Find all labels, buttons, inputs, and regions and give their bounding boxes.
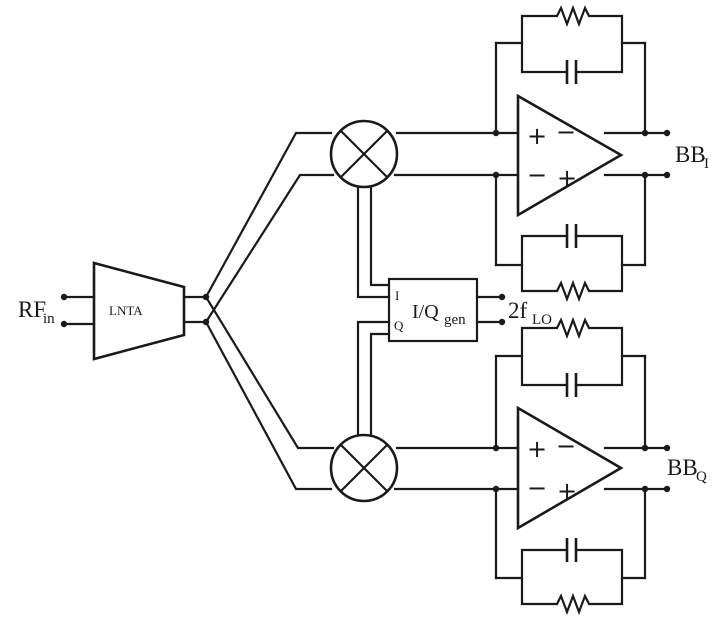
resistor-icon xyxy=(494,4,647,45)
bb-q-label: BB xyxy=(667,455,698,480)
svg-text:−: − xyxy=(556,432,576,460)
lo-routing xyxy=(356,185,391,437)
rf-input-label: RF xyxy=(18,297,46,322)
rf-input-subscript: in xyxy=(43,311,55,327)
mixer-q-icon xyxy=(329,433,399,503)
iq-gen-q-port: Q xyxy=(394,318,404,333)
rf-routing-upper xyxy=(204,131,335,324)
amplifier-icon xyxy=(516,405,624,531)
bb-q-subscript: Q xyxy=(696,469,707,485)
lnta-amplifier: LNTA xyxy=(92,261,186,361)
bb-i-label: BB xyxy=(675,142,706,167)
resistor-icon xyxy=(494,316,647,358)
iq-generator: I Q I/Q gen xyxy=(387,277,479,343)
resistor-icon xyxy=(520,263,624,303)
iq-gen-subscript: gen xyxy=(444,312,466,328)
q-channel-tia: + − − + BB Q xyxy=(393,316,707,616)
rf-input: RF in xyxy=(18,293,96,328)
lo-input-label: 2f xyxy=(508,298,528,323)
lo-input-subscript: LO xyxy=(532,312,552,328)
mixer-i-icon xyxy=(329,119,399,189)
svg-text:−: − xyxy=(527,161,547,189)
lnta-label: LNTA xyxy=(109,303,143,318)
rf-routing-lower xyxy=(204,295,335,491)
svg-text:+: + xyxy=(557,477,577,505)
svg-text:−: − xyxy=(556,118,576,146)
resistor-icon xyxy=(520,576,624,616)
amplifier-icon xyxy=(516,93,624,218)
bb-i-subscript: I xyxy=(704,156,709,172)
svg-text:+: + xyxy=(557,164,577,192)
iq-gen-label: I/Q xyxy=(412,301,439,323)
i-channel-tia: + − − + BB I xyxy=(393,4,709,303)
svg-text:+: + xyxy=(527,435,547,463)
svg-text:+: + xyxy=(527,122,547,150)
iq-gen-i-port: I xyxy=(395,288,399,303)
svg-text:−: − xyxy=(527,474,547,502)
